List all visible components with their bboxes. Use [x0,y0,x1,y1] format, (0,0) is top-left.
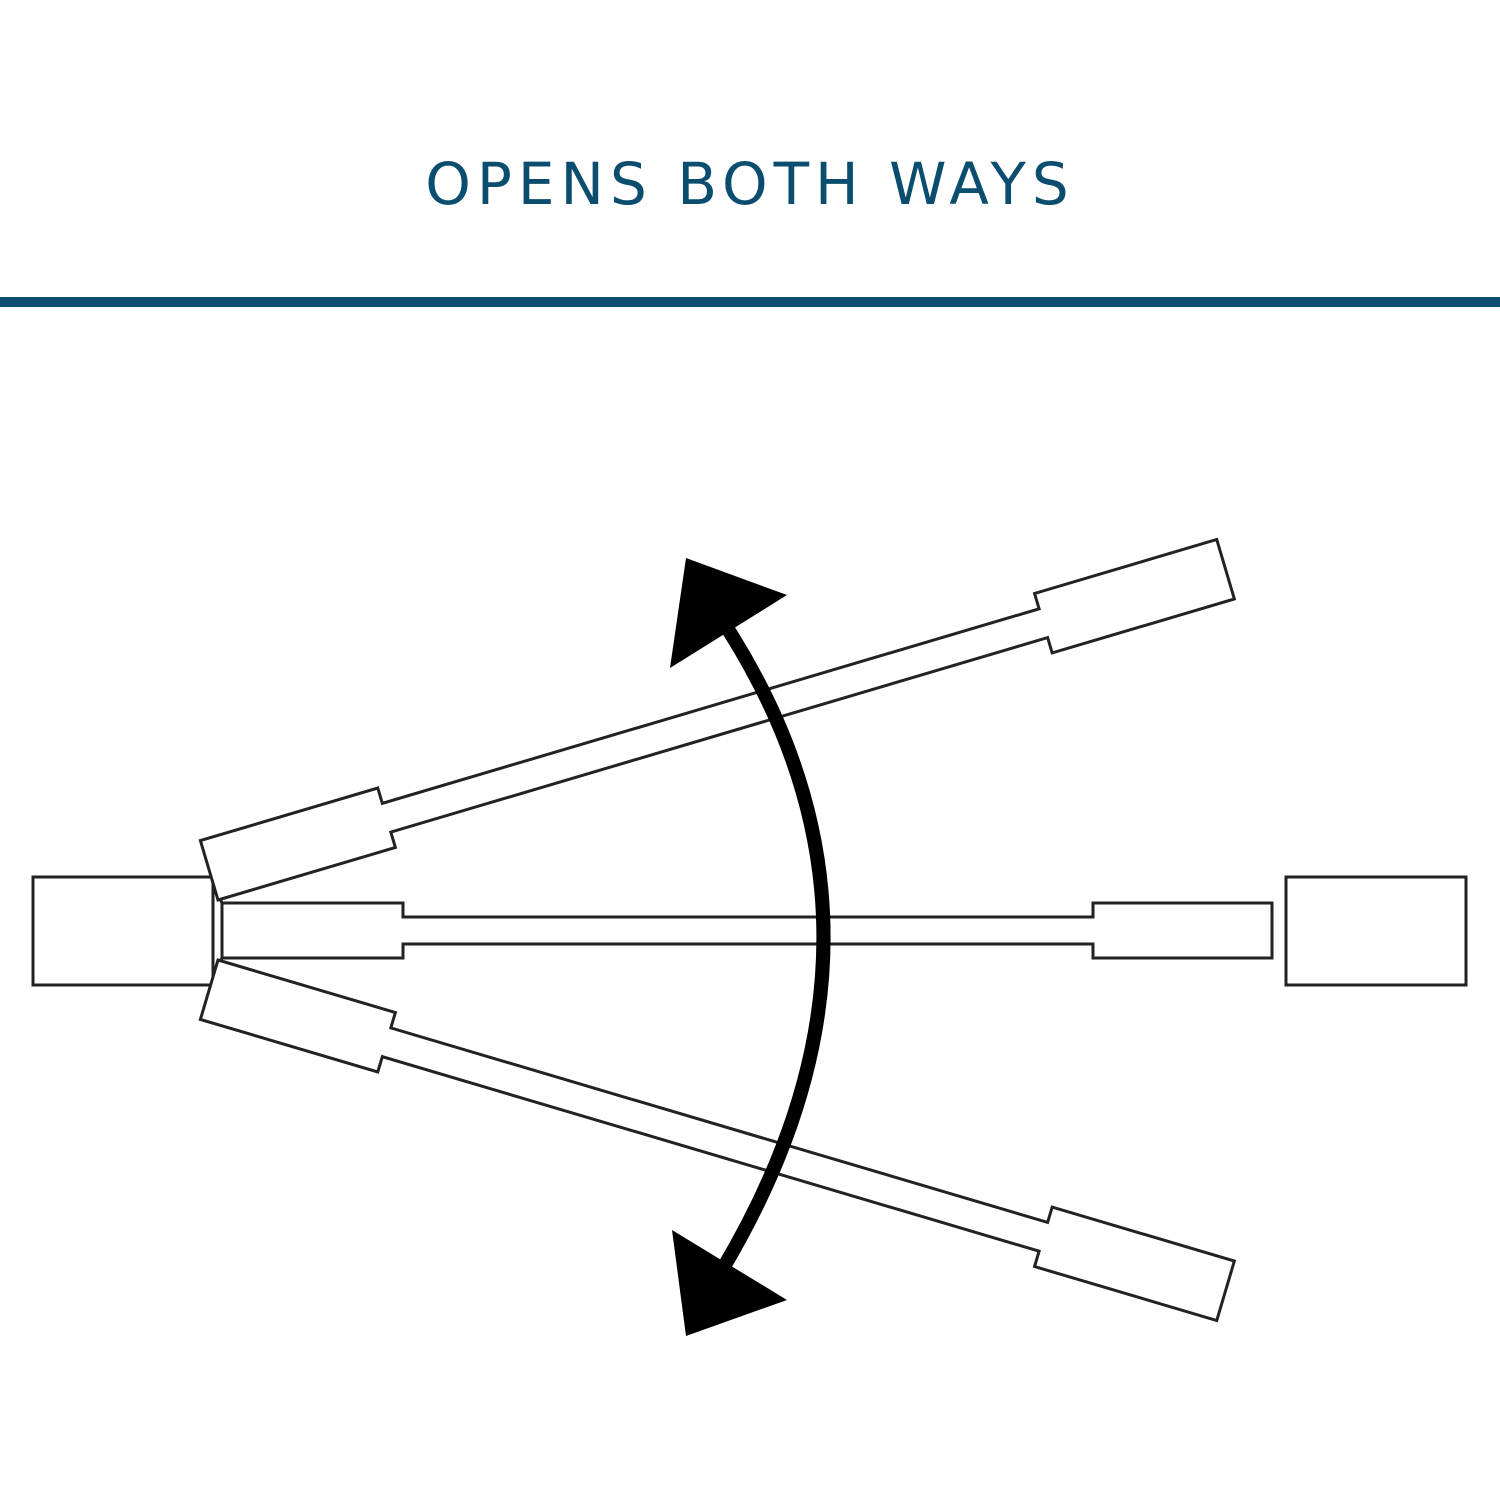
arrow-arc [715,616,831,1274]
door-open-down [198,958,1237,1323]
right-frame [1284,875,1468,987]
arrow-head-up [670,558,787,668]
title-divider [0,297,1500,307]
double-arrow-icon [670,558,831,1336]
door-closed [220,901,1274,960]
arrow-head-down [672,1230,787,1336]
page-title: OPENS BOTH WAYS [425,150,1075,218]
door-open-up [198,537,1237,902]
left-frame [31,875,215,987]
